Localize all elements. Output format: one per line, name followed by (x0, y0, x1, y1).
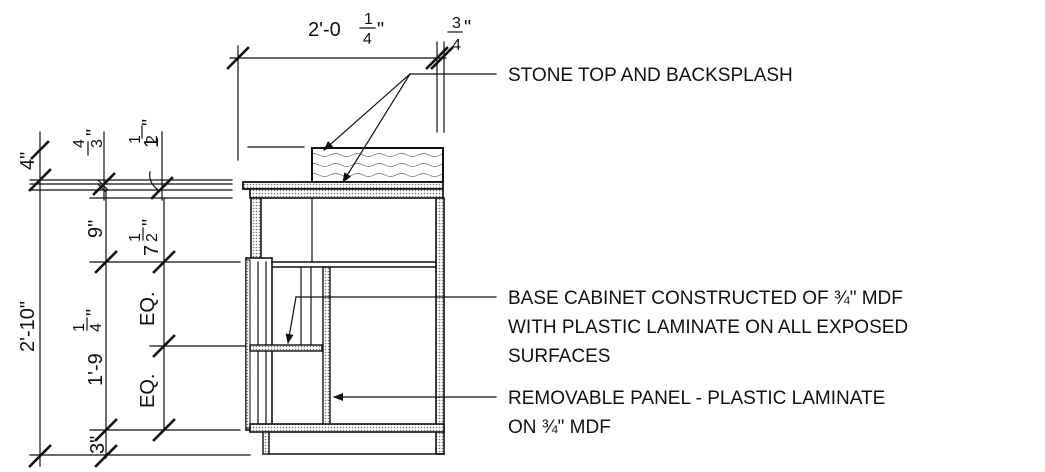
dim-3-inch: 3" (87, 429, 118, 468)
overall-height-dimension: 2'-10" (17, 131, 251, 468)
panel-note-line1: REMOVABLE PANEL - PLASTIC LAMINATE (508, 388, 885, 409)
base-cabinet-leader: BASE CABINET CONSTRUCTED OF ¾" MDF WITH … (285, 288, 908, 367)
stone-countertop (242, 181, 444, 190)
top-width-label: 2'-0 (308, 19, 341, 41)
top-width-frac-den: 4 (363, 31, 372, 48)
dim-34-num: 3 (89, 139, 106, 148)
backsplash-frac-den: 4 (452, 37, 461, 54)
eq-upper-label: EQ. (137, 292, 159, 326)
base-note-line2: WITH PLASTIC LAMINATE ON ALL EXPOSED (508, 317, 908, 338)
dim-712-whole: 7 (141, 245, 163, 256)
mid-shelf (249, 344, 323, 352)
dim-1934-den: 4 (88, 323, 105, 332)
base-note-line1: BASE CABINET CONSTRUCTED OF ¾" MDF (508, 288, 903, 309)
dim-112-inch: 1 1 2 " (127, 119, 174, 201)
eq-lower-label: EQ. (137, 374, 159, 408)
dim-712-quote: " (139, 219, 161, 226)
removable-panel (322, 266, 331, 426)
dim-712-num: 1 (127, 233, 144, 242)
drawer-box (271, 261, 437, 346)
top-width-quote: " (377, 19, 384, 41)
dim-3-label: 3" (87, 436, 109, 454)
top-width-frac-num: 1 (364, 11, 373, 28)
dim-712-den: 2 (144, 233, 161, 242)
dim-1934-num: 1 (71, 323, 88, 332)
cabinet-top-panel (249, 188, 444, 199)
top-horizontal-guides (29, 146, 305, 199)
top-width-dimension: 2'-0 1 4 " (226, 11, 454, 161)
dim-712-inch: 7 1 2 " (127, 197, 176, 274)
dim-eq-lower: EQ. (137, 345, 176, 442)
dim-112-quote: " (139, 119, 161, 126)
backsplash-quote: " (464, 17, 471, 39)
dim-eq-upper: EQ. (137, 261, 247, 358)
backsplash-dimension: 3 4 " (447, 15, 471, 54)
dim-4-inch: 4" (17, 140, 50, 170)
stone-top-leader: STONE TOP AND BACKSPLASH (323, 65, 793, 183)
base-note-line3: SURFACES (508, 346, 610, 367)
dim-34-quote: " (83, 129, 105, 136)
dim-9-inch: 9" (85, 189, 241, 274)
panel-note-line2: ON ¾" MDF (508, 417, 611, 438)
dim-4-label: 4" (17, 152, 39, 170)
dim-34-inch: 3 4 " (71, 129, 116, 201)
stone-backsplash (311, 147, 444, 183)
dim-9-label: 9" (85, 220, 107, 238)
dim-112-whole: 1 (141, 137, 163, 148)
toe-kick (262, 431, 445, 455)
backsplash-frac-num: 3 (452, 15, 461, 32)
dim-34-den: 4 (71, 139, 88, 148)
dim-1934-inch: 1'-9 1 4 " (71, 261, 241, 442)
dim-112-den: 2 (144, 135, 161, 144)
dim-112-num: 1 (127, 135, 144, 144)
cabinet-bottom-panel (249, 423, 445, 433)
stone-top-note: STONE TOP AND BACKSPLASH (508, 65, 793, 86)
removable-panel-leader: REMOVABLE PANEL - PLASTIC LAMINATE ON ¾"… (333, 388, 885, 438)
dim-1934-label: 1'-9 (85, 353, 107, 386)
dim-1934-quote: " (83, 309, 105, 316)
cabinet-side-right (435, 197, 445, 455)
drawer-face (245, 257, 273, 431)
overall-height-label: 2'-10" (17, 301, 39, 352)
